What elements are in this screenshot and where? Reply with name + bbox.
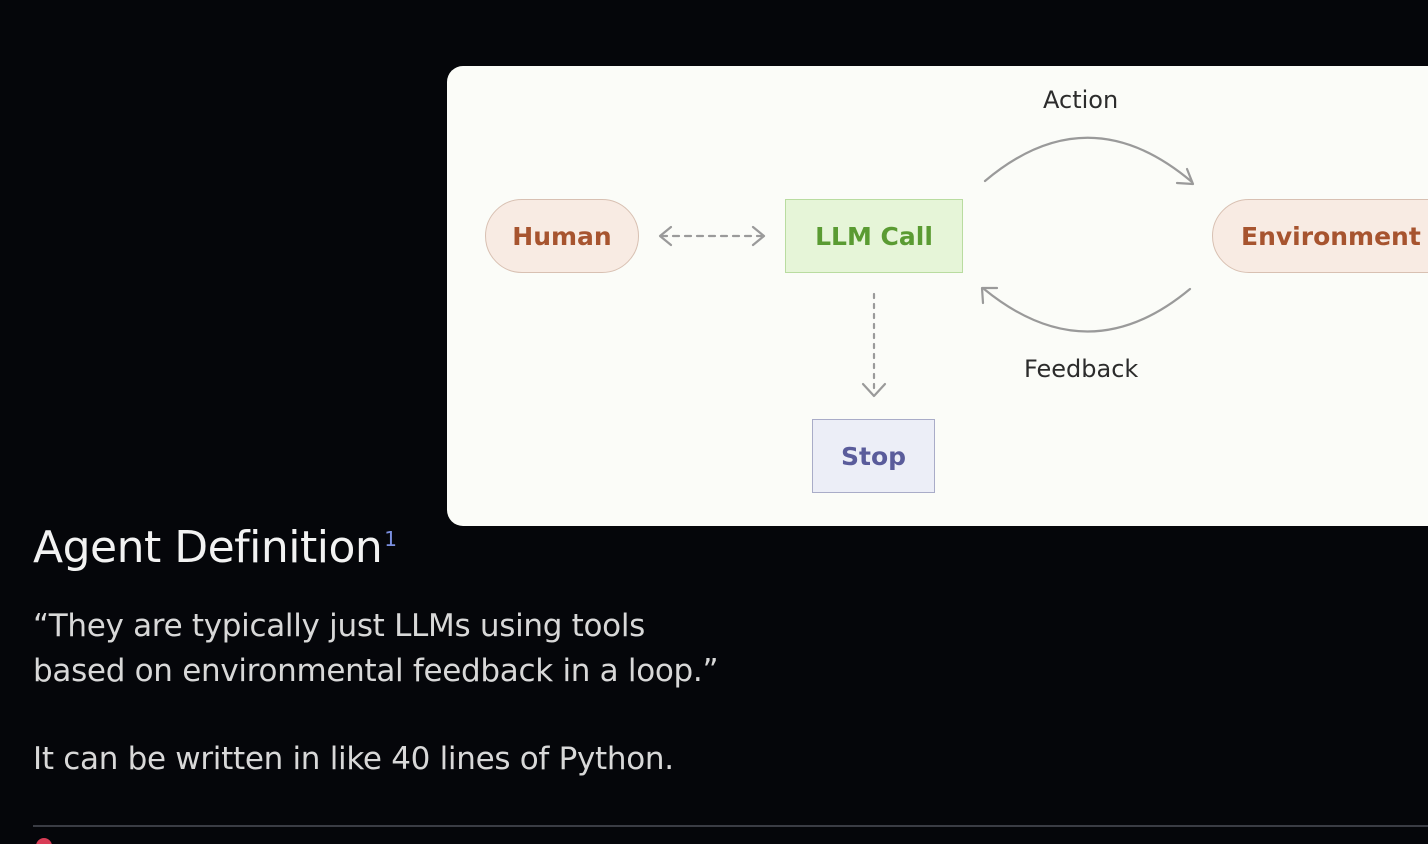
llm-call-node: LLM Call <box>785 199 963 273</box>
human-label: Human <box>512 221 612 251</box>
human-llm-arrow <box>658 225 766 247</box>
stop-node: Stop <box>812 419 935 493</box>
diagram-connectors <box>658 136 1195 398</box>
footnote-link[interactable]: 1 <box>384 527 397 552</box>
human-node: Human <box>485 199 639 273</box>
feedback-arc <box>980 286 1192 333</box>
record-indicator-icon <box>36 838 52 844</box>
environment-node: Environment <box>1212 199 1428 273</box>
quote-line-1: “They are typically just LLMs using tool… <box>33 608 646 644</box>
action-label: Action <box>1043 86 1119 114</box>
agent-loop-diagram: Human LLM Call Environment Stop Action F… <box>447 66 1428 526</box>
python-note: It can be written in like 40 lines of Py… <box>33 741 674 777</box>
llm-call-label: LLM Call <box>815 221 933 251</box>
action-arc <box>983 136 1195 186</box>
quote-line-2: based on environmental feedback in a loo… <box>33 653 719 689</box>
footer-divider <box>33 825 1428 827</box>
feedback-label: Feedback <box>1024 355 1139 383</box>
environment-label: Environment <box>1241 221 1421 251</box>
llm-stop-arrow <box>861 292 887 398</box>
slide-title-text: Agent Definition <box>33 522 383 573</box>
stop-label: Stop <box>840 441 907 471</box>
definition-quote: “They are typically just LLMs using tool… <box>33 604 833 694</box>
